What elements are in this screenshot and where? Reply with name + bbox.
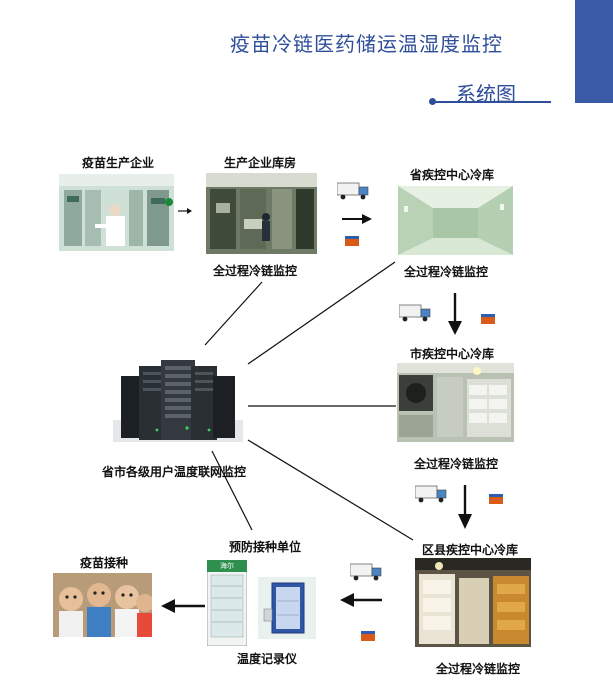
label-monitoring-1: 全过程冷链监控 [213,264,298,278]
label-vaccine-company: 疫苗生产企业 [82,156,155,170]
refrigerated-truck-icon [336,181,371,201]
cold-room-photo-province [398,186,513,255]
package-icon [480,310,496,324]
line-server-unit [211,450,253,531]
vaccine-fridge-icon: 海尔 [206,559,248,647]
arrow-right-small [178,202,192,214]
cold-room-photo-county [415,558,531,647]
factory-photo [59,174,174,251]
label-vaccination-unit: 预防接种单位 [229,540,302,554]
temperature-recorder-icon [258,577,316,639]
package-icon [360,627,376,641]
package-icon [488,490,504,504]
arrow-left-vaccination [161,598,205,614]
arrow-down-county [457,485,473,529]
label-monitoring-2: 全过程冷链监控 [404,265,489,279]
label-server-monitoring: 省市各级用户温度联网监控 [102,465,247,479]
line-server-warehouse [204,281,263,346]
page-title: 疫苗冷链医药储运温湿度监控 [230,32,503,56]
label-city-cdc: 市疾控中心冷库 [410,347,495,361]
label-recorder: 温度记录仪 [237,652,298,666]
label-company-warehouse: 生产企业库房 [224,156,297,170]
line-server-province [247,261,396,365]
line-server-county [247,439,414,541]
warehouse-photo [206,173,317,254]
label-vaccination: 疫苗接种 [80,556,129,570]
package-icon [344,232,360,246]
label-monitoring-3: 全过程冷链监控 [414,457,499,471]
arrow-left-unit [340,592,382,608]
refrigerated-truck-icon [414,484,449,504]
arrow-down-city [447,293,463,335]
label-monitoring-4: 全过程冷链监控 [436,662,521,676]
corner-accent-block [575,0,613,103]
refrigerated-truck-icon [349,562,384,582]
label-province-cdc: 省疾控中心冷库 [410,168,495,182]
subtitle-underline [433,101,551,103]
fridge-brand-label: 海尔 [220,562,234,570]
subtitle-dot [429,98,436,105]
cold-room-photo-city [397,363,514,442]
server-rack-icon [113,358,243,448]
refrigerated-truck-icon [398,303,433,323]
label-county-cdc: 区县疾控中心冷库 [422,543,519,557]
arrow-right-province [342,210,372,224]
children-photo [53,573,152,637]
